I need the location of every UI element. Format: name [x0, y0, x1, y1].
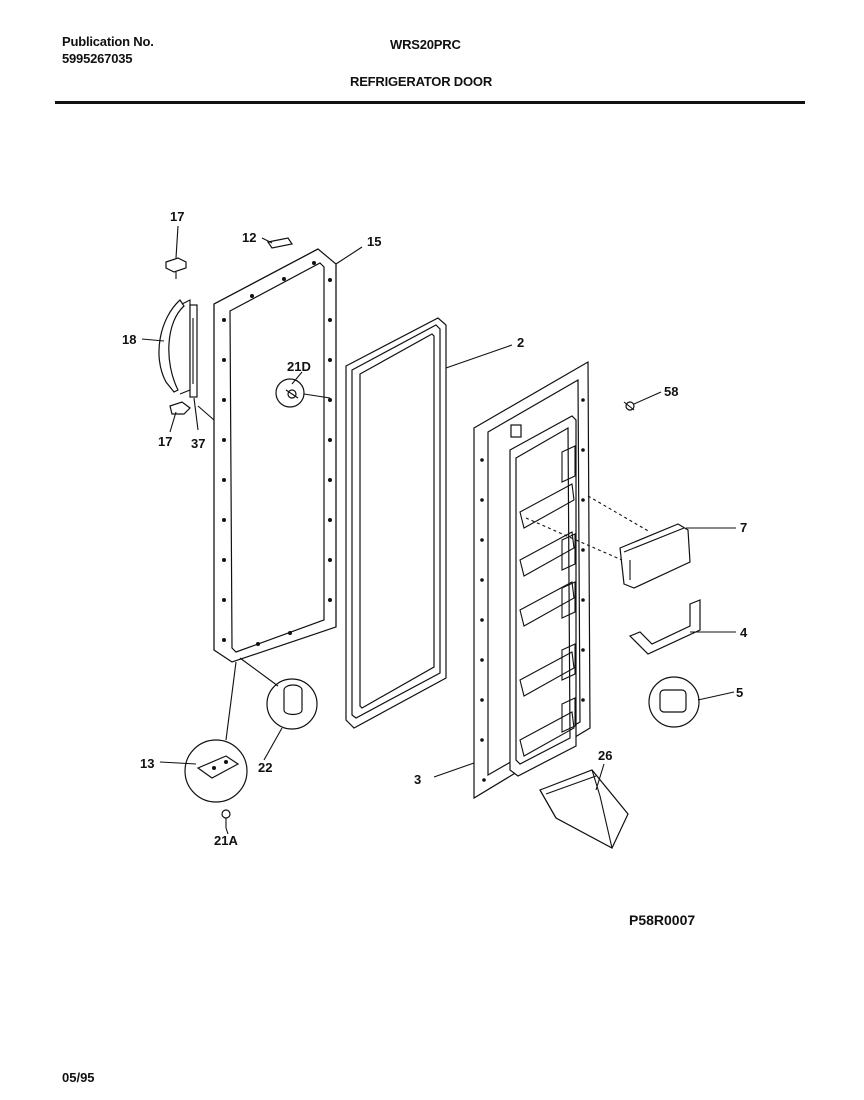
- part-2-door-gasket: [345, 317, 447, 729]
- callout-18: 18: [122, 332, 136, 347]
- part-22-hinge-cup: [266, 678, 318, 730]
- callout-12: 12: [242, 230, 256, 245]
- revision-date: 05/95: [62, 1070, 95, 1085]
- callout-17-bottom: 17: [158, 434, 172, 449]
- part-18-handle: [158, 299, 191, 395]
- callout-5: 5: [736, 685, 743, 700]
- part-12-plate: [267, 237, 293, 249]
- part-21a-screw: [221, 809, 231, 828]
- part-21d-screw: [275, 378, 305, 408]
- drawing-reference: P58R0007: [629, 912, 696, 928]
- part-15-door-frame: [213, 248, 337, 663]
- callout-26: 26: [598, 748, 612, 763]
- part-17-handle-end-cap-bottom: [169, 401, 191, 415]
- part-58-screw: [623, 401, 635, 411]
- callout-7: 7: [740, 520, 747, 535]
- callouts: 17 12 15 18 21D 17 37 2 58 7 4 5 13 22 2…: [122, 209, 748, 848]
- part-7-dairy-door: [619, 523, 691, 589]
- part-13-hinge-bracket: [184, 739, 248, 803]
- part-26-bin: [539, 769, 629, 849]
- part-3-door-liner: [473, 360, 591, 800]
- publication-label: Publication No.: [62, 34, 154, 49]
- part-17-handle-end-cap-top: [165, 257, 187, 279]
- callout-21a: 21A: [214, 833, 238, 848]
- callout-58: 58: [664, 384, 678, 399]
- part-4-bin-rail: [628, 599, 701, 655]
- callout-4: 4: [740, 625, 748, 640]
- part-37-handle-trim: [189, 304, 198, 398]
- callout-37: 37: [191, 436, 205, 451]
- callout-2: 2: [517, 335, 524, 350]
- leader-lines: [141, 225, 736, 835]
- part-5-end-cap: [648, 676, 700, 728]
- callout-15: 15: [367, 234, 381, 249]
- callout-13: 13: [140, 756, 154, 771]
- callout-17-top: 17: [170, 209, 184, 224]
- callout-21d: 21D: [287, 359, 311, 374]
- publication-number: 5995267035: [62, 51, 133, 66]
- callout-22: 22: [258, 760, 272, 775]
- section-title: REFRIGERATOR DOOR: [350, 74, 493, 89]
- header-rule: [55, 101, 805, 104]
- model-number: WRS20PRC: [390, 37, 461, 52]
- callout-3: 3: [414, 772, 421, 787]
